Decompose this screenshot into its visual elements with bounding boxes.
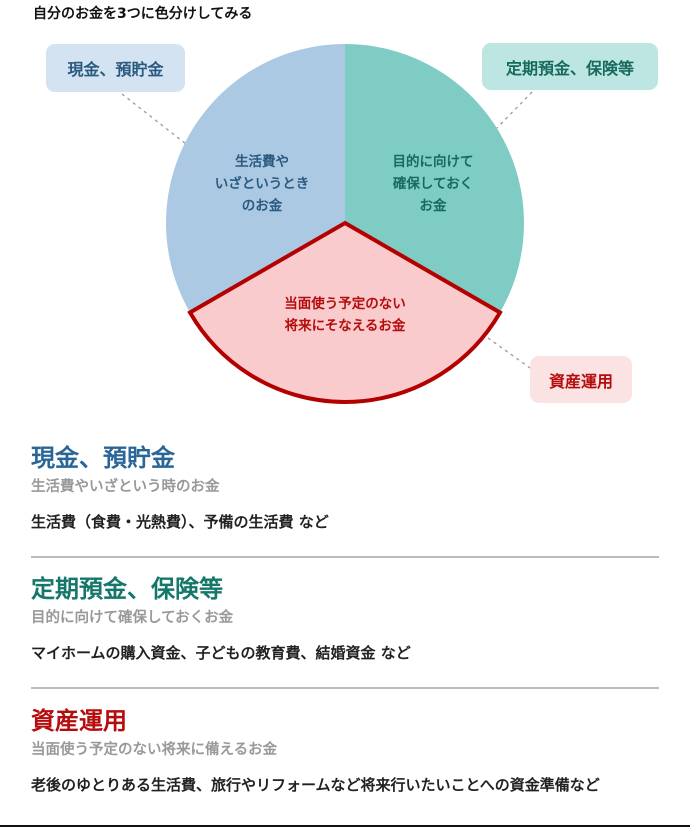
- pie-slice-savings: [345, 44, 524, 313]
- section-heading: 現金、預貯金: [31, 444, 175, 472]
- section-subtitle: 当面使う予定のない将来に備えるお金: [31, 742, 278, 758]
- slice-label-savings: 目的に向けて 確保しておく お金: [368, 151, 498, 217]
- section-cash: 現金、預貯金 生活費やいざという時のお金 生活費（食費・光熱費）、予備の生活費 …: [31, 443, 659, 534]
- section-subtitle: 生活費やいざという時のお金: [31, 479, 220, 495]
- pie-slice-investment: [187, 220, 503, 404]
- slice-label-line: 当面使う予定のない: [284, 296, 406, 312]
- page-title: 自分のお金を3つに色分けしてみる: [33, 6, 253, 22]
- section-examples: 老後のゆとりある生活費、旅行やリフォームなど将来行いたいことへの資金準備など: [31, 776, 600, 794]
- slice-label-line: お金: [419, 198, 447, 214]
- section-savings: 定期預金、保険等 目的に向けて確保しておくお金 マイホームの購入資金、子どもの教…: [31, 574, 659, 665]
- pie-chart-graphic: [121, 44, 533, 404]
- section-heading: 資産運用: [31, 707, 127, 735]
- money-allocation-pie-diagram: 現金、預貯金 定期預金、保険等 資産運用 生活費や いざというとき のお金 目的…: [46, 43, 658, 404]
- slice-label-cash: 生活費や いざというとき のお金: [200, 151, 324, 217]
- slice-label-line: のお金: [241, 198, 283, 214]
- leader-line-cash: [121, 93, 187, 145]
- slice-label-line: 確保しておく: [392, 176, 474, 192]
- pie-slice-cash: [166, 44, 345, 313]
- leader-line-investment: [487, 337, 531, 369]
- callout-cash: 現金、預貯金: [46, 44, 185, 92]
- slice-label-line: 目的に向けて: [392, 154, 474, 170]
- slice-label-line: 将来にそなえるお金: [284, 318, 406, 334]
- callout-savings: 定期預金、保険等: [482, 43, 658, 90]
- section-examples: マイホームの購入資金、子どもの教育費、結婚資金 など: [31, 644, 411, 662]
- section-subtitle: 目的に向けて確保しておくお金: [31, 610, 234, 626]
- slice-label-line: 生活費や: [235, 154, 289, 170]
- section-heading: 定期預金、保険等: [31, 575, 223, 603]
- section-investment: 資産運用 当面使う予定のない将来に備えるお金 老後のゆとりある生活費、旅行やリフ…: [31, 706, 659, 797]
- section-examples: 生活費（食費・光熱費）、予備の生活費 など: [31, 513, 329, 531]
- bottom-border: [0, 825, 690, 827]
- callout-investment: 資産運用: [530, 356, 632, 403]
- slice-label-investment: 当面使う予定のない 将来にそなえるお金: [245, 293, 445, 337]
- slice-label-line: いざというとき: [214, 176, 310, 192]
- divider: [31, 556, 659, 558]
- leader-line-savings: [496, 91, 533, 129]
- divider: [31, 687, 659, 689]
